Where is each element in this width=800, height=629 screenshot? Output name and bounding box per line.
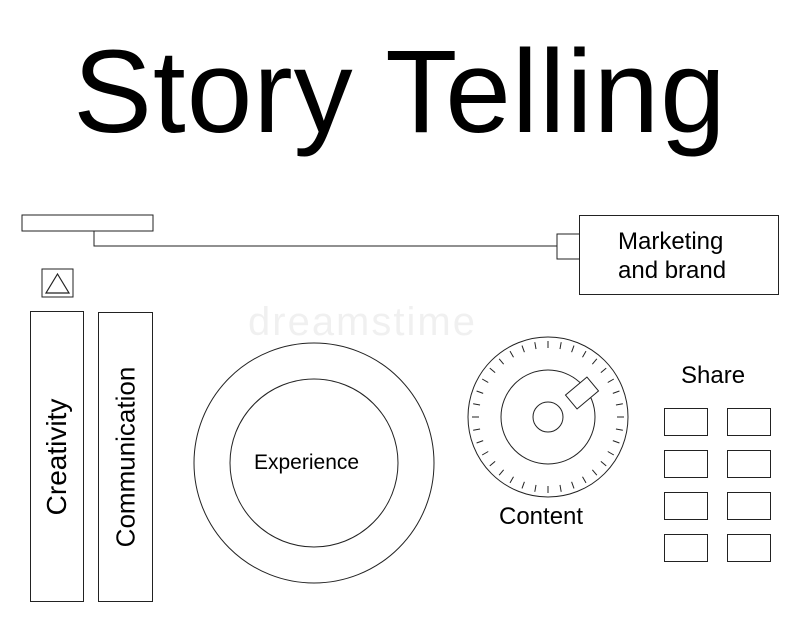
dial-tick (481, 451, 489, 456)
dial-tick (615, 428, 623, 431)
dial-tick (607, 451, 615, 456)
dial-tick (481, 378, 489, 383)
dial-tick (476, 440, 484, 444)
dial-tick (571, 345, 575, 353)
dial-tick (521, 345, 525, 353)
dial-tick (600, 460, 607, 467)
dial-tick (582, 350, 587, 358)
dial-tick (534, 342, 537, 350)
dial-icon (467, 336, 629, 498)
creativity-label: Creativity (41, 398, 72, 515)
dial-tick (582, 476, 587, 484)
connector-line (93, 231, 557, 247)
share-cell (727, 492, 771, 520)
dial-tick (473, 403, 481, 406)
dial-tick (559, 342, 562, 350)
dial-tick (509, 476, 514, 484)
dial-tick (473, 428, 481, 431)
share-cell (664, 450, 708, 478)
share-cell (727, 450, 771, 478)
marketing-brand-box: Marketing and brand (579, 215, 779, 295)
dial-tick (591, 469, 598, 476)
dial-handle (564, 376, 600, 410)
marketing-label-line1: Marketing (618, 228, 724, 255)
dial-tick (615, 403, 623, 406)
dial-tick (521, 481, 525, 489)
dial-tick (498, 469, 505, 476)
dial-tick (591, 358, 598, 365)
top-left-bar (21, 214, 154, 232)
share-cell (727, 408, 771, 436)
content-label: Content (499, 503, 584, 530)
dial-tick (600, 367, 607, 374)
creativity-column: Creativity (30, 311, 84, 602)
dial-tick (489, 367, 496, 374)
experience-circles (193, 342, 435, 584)
triangle-icon (41, 268, 74, 298)
share-cell (664, 492, 708, 520)
dial-tick (612, 440, 620, 444)
dial-tick (498, 358, 505, 365)
dial-tick (612, 390, 620, 394)
share-label: Share (681, 362, 746, 389)
dial-tick (476, 390, 484, 394)
dial-tick (489, 460, 496, 467)
watermark: dreamstime (248, 300, 477, 344)
dial-tick (534, 484, 537, 492)
page-title: Story Telling (73, 26, 727, 158)
share-cell (664, 408, 708, 436)
dial-tick (571, 481, 575, 489)
communication-label: Communication (110, 366, 140, 548)
dial-tick (607, 378, 615, 383)
marketing-label-line2: and brand (618, 257, 727, 284)
share-cell (727, 534, 771, 562)
dial-tick (559, 484, 562, 492)
dial-tick (509, 350, 514, 358)
share-cell (664, 534, 708, 562)
experience-label: Experience (254, 451, 360, 474)
communication-column: Communication (98, 312, 153, 602)
